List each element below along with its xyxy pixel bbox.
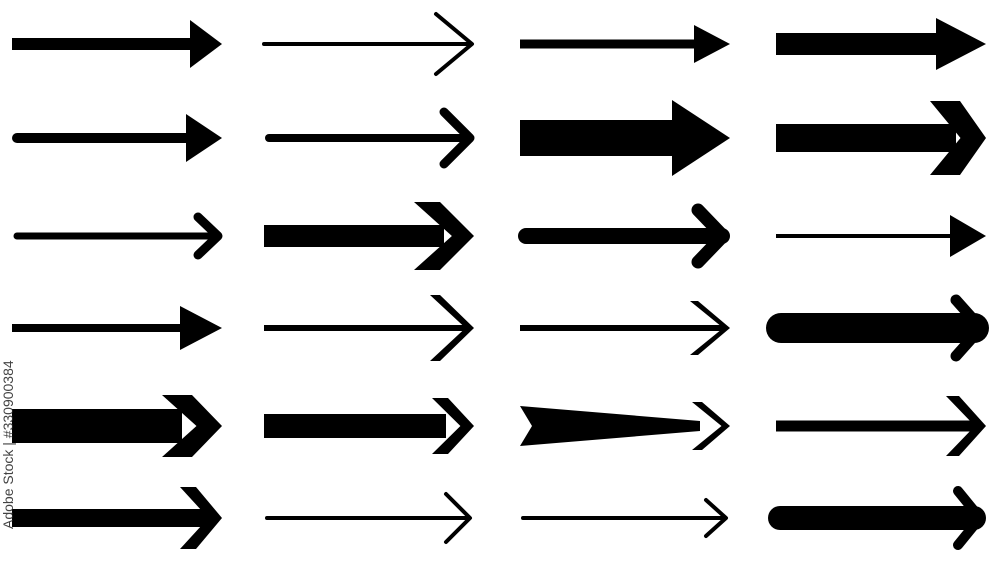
- right-arrow-icon-8-head: [930, 101, 986, 175]
- right-arrow-icon-23: [521, 498, 728, 538]
- right-arrow-icon-24-head: [953, 486, 985, 550]
- right-arrow-icon-8: [776, 101, 986, 175]
- right-arrow-icon-10: [264, 202, 474, 270]
- right-arrow-icon-17-shaft: [12, 409, 182, 443]
- right-arrow-icon-7: [520, 100, 730, 176]
- right-arrow-icon-14: [264, 295, 474, 361]
- right-arrow-icon-7-shaft: [520, 120, 682, 156]
- right-arrow-icon-16: [766, 294, 989, 362]
- right-arrow-icon-1: [12, 20, 222, 68]
- right-arrow-icon-17: [12, 395, 222, 457]
- right-arrow-icon-6-head: [439, 107, 475, 169]
- watermark-text: Adobe Stock | #330900384: [0, 360, 16, 530]
- right-arrow-icon-20-head: [946, 396, 986, 456]
- right-arrow-icon-12: [776, 215, 986, 257]
- right-arrow-icon-4-head: [936, 18, 986, 70]
- right-arrow-icon-11-head: [691, 203, 730, 269]
- right-arrow-icon-1-head: [190, 20, 222, 68]
- right-arrow-icon-12-shaft: [776, 234, 961, 238]
- right-arrow-icon-5: [12, 114, 222, 162]
- right-arrow-icon-11: [518, 203, 730, 269]
- right-arrow-icon-10-head: [414, 202, 474, 270]
- right-arrow-icon-24: [768, 486, 986, 550]
- right-arrow-icon-4: [776, 18, 986, 70]
- right-arrow-icon-7-head: [672, 100, 730, 176]
- right-arrow-icon-5-head: [186, 114, 222, 162]
- right-arrow-icon-16-head: [950, 294, 987, 362]
- right-arrow-icon-8-shaft: [776, 124, 956, 152]
- right-arrow-icon-3-head: [694, 25, 730, 63]
- right-arrow-icon-2-head: [434, 12, 474, 76]
- right-arrow-icon-21-shaft: [12, 509, 212, 527]
- right-arrow-icon-13-shaft: [12, 324, 197, 332]
- right-arrow-icon-19-shaft: [520, 406, 700, 446]
- right-arrow-icon-3-shaft: [520, 39, 705, 49]
- right-arrow-icon-18: [264, 398, 474, 454]
- right-arrow-icon-4-shaft: [776, 33, 951, 55]
- right-arrow-icon-14-head: [430, 295, 474, 361]
- right-arrow-icon-17-head: [162, 395, 222, 457]
- right-arrow-icon-1-shaft: [12, 38, 197, 50]
- right-arrow-icon-15-shaft: [520, 325, 724, 331]
- right-arrow-icon-22: [265, 492, 472, 544]
- arrow-grid: [12, 12, 989, 550]
- right-arrow-icon-21: [12, 487, 222, 549]
- right-arrow-icon-12-head: [950, 215, 986, 257]
- right-arrow-icon-20-shaft: [776, 420, 980, 432]
- right-arrow-icon-9: [13, 212, 223, 260]
- right-arrow-icon-18-shaft: [264, 414, 446, 438]
- right-arrow-icon-15-head: [690, 301, 730, 355]
- right-arrow-icon-22-head: [444, 492, 472, 544]
- right-arrow-icon-19: [520, 402, 730, 450]
- right-arrow-icon-19-head: [692, 402, 730, 450]
- right-arrow-icon-23-head: [704, 498, 728, 538]
- right-arrow-icon-18-head: [432, 398, 474, 454]
- right-arrow-icon-14-shaft: [264, 325, 468, 331]
- right-arrow-icon-13: [12, 306, 222, 350]
- right-arrow-icon-10-shaft: [264, 225, 444, 247]
- right-arrow-icon-20: [776, 396, 986, 456]
- right-arrow-icon-21-head: [180, 487, 222, 549]
- right-arrow-icon-9-head: [193, 212, 223, 260]
- right-arrow-icon-6: [265, 107, 475, 169]
- right-arrow-icon-15: [520, 301, 730, 355]
- right-arrow-icon-3: [520, 25, 730, 63]
- right-arrow-icon-2: [262, 12, 474, 76]
- right-arrow-icon-13-head: [180, 306, 222, 350]
